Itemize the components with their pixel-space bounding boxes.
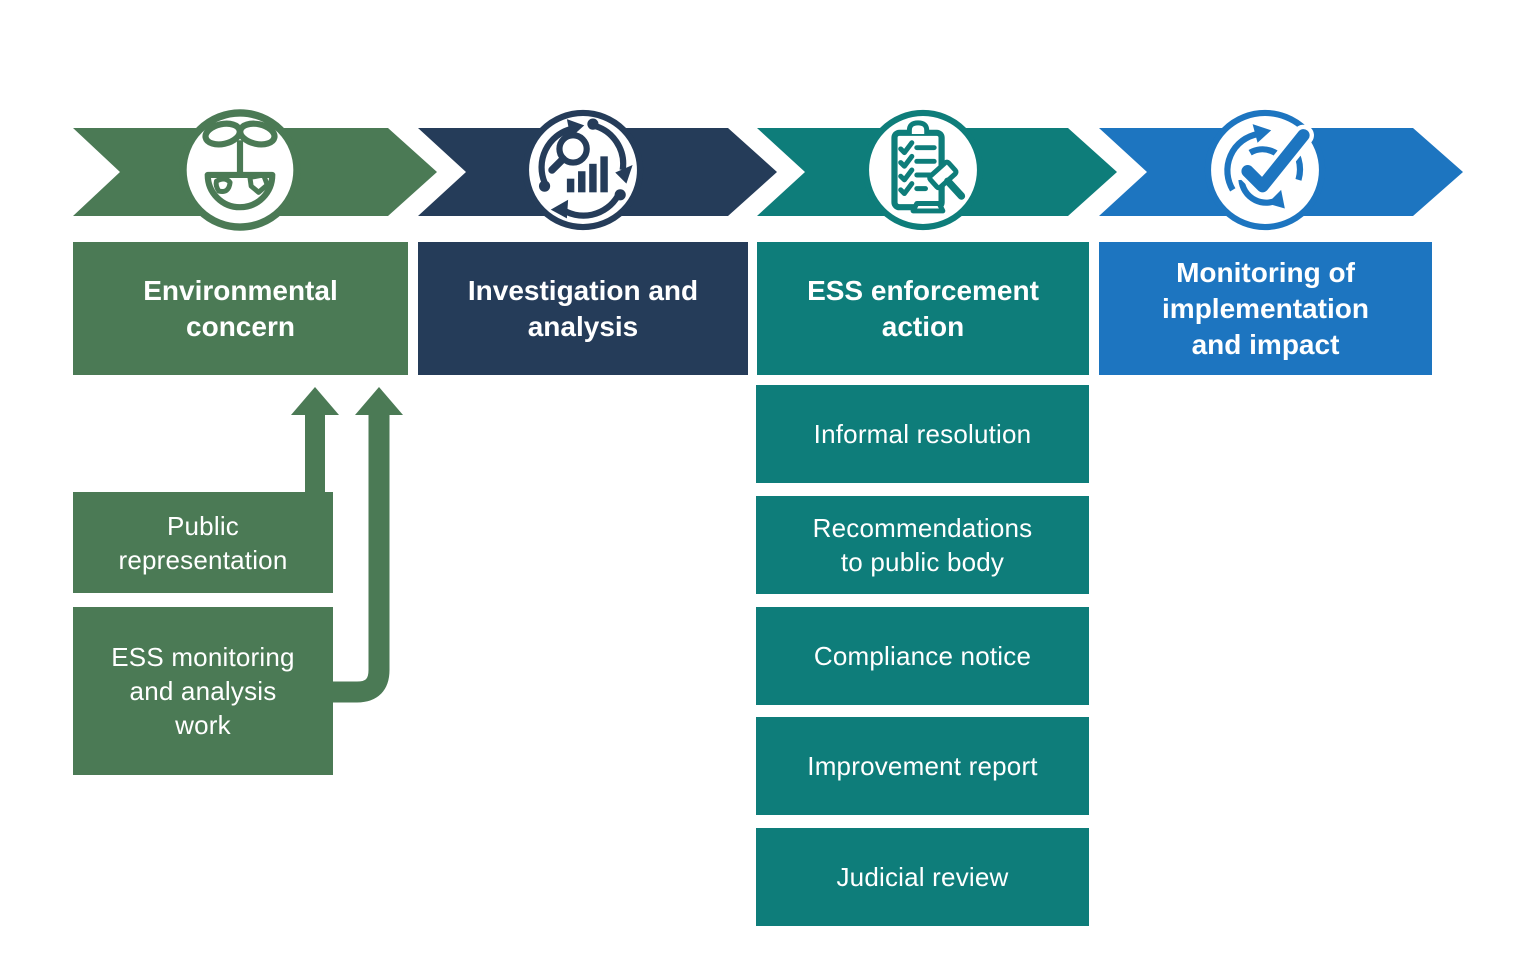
- option-label: Informal resolution: [813, 419, 1032, 449]
- input-ess-monitoring-analysis-work: ESS monitoring and analysis work: [73, 607, 333, 775]
- option-informal-resolution: Informal resolution: [756, 385, 1089, 483]
- stage-ess-enforcement-action: ESS enforcement action: [757, 242, 1089, 375]
- option-recommendations-public-body: Recommendations to public body: [756, 496, 1089, 594]
- input-label: Public representation: [118, 510, 288, 575]
- option-judicial-review: Judicial review: [756, 828, 1089, 926]
- arrow-public-representation-to-concern: [291, 387, 339, 496]
- stage-environmental-concern: Environmental concern: [73, 242, 408, 375]
- stage-monitoring-implementation: Monitoring of implementation and impact: [1099, 242, 1432, 375]
- stage-title-label: Investigation and analysis: [467, 274, 699, 342]
- stage-title-label: ESS enforcement action: [807, 274, 1039, 342]
- enforcement-clipboard-gavel-icon: [861, 108, 985, 232]
- option-compliance-notice: Compliance notice: [756, 607, 1089, 705]
- option-label: Improvement report: [807, 751, 1038, 781]
- arrow-ess-monitoring-to-concern: [333, 387, 403, 703]
- input-public-representation: Public representation: [73, 492, 333, 593]
- monitoring-cycle-check-icon: [1203, 108, 1327, 232]
- option-label: Recommendations to public body: [812, 513, 1033, 577]
- option-improvement-report: Improvement report: [756, 717, 1089, 815]
- stage-title-label: Monitoring of implementation and impact: [1162, 256, 1369, 360]
- input-label: ESS monitoring and analysis work: [111, 642, 295, 740]
- stage-investigation-analysis: Investigation and analysis: [418, 242, 748, 375]
- option-label: Compliance notice: [813, 641, 1032, 671]
- environment-globe-sprout-icon: [178, 108, 302, 232]
- option-label: Judicial review: [836, 862, 1009, 892]
- stage-title-label: Environmental concern: [143, 274, 338, 342]
- investigation-magnifier-chart-icon: [521, 108, 645, 232]
